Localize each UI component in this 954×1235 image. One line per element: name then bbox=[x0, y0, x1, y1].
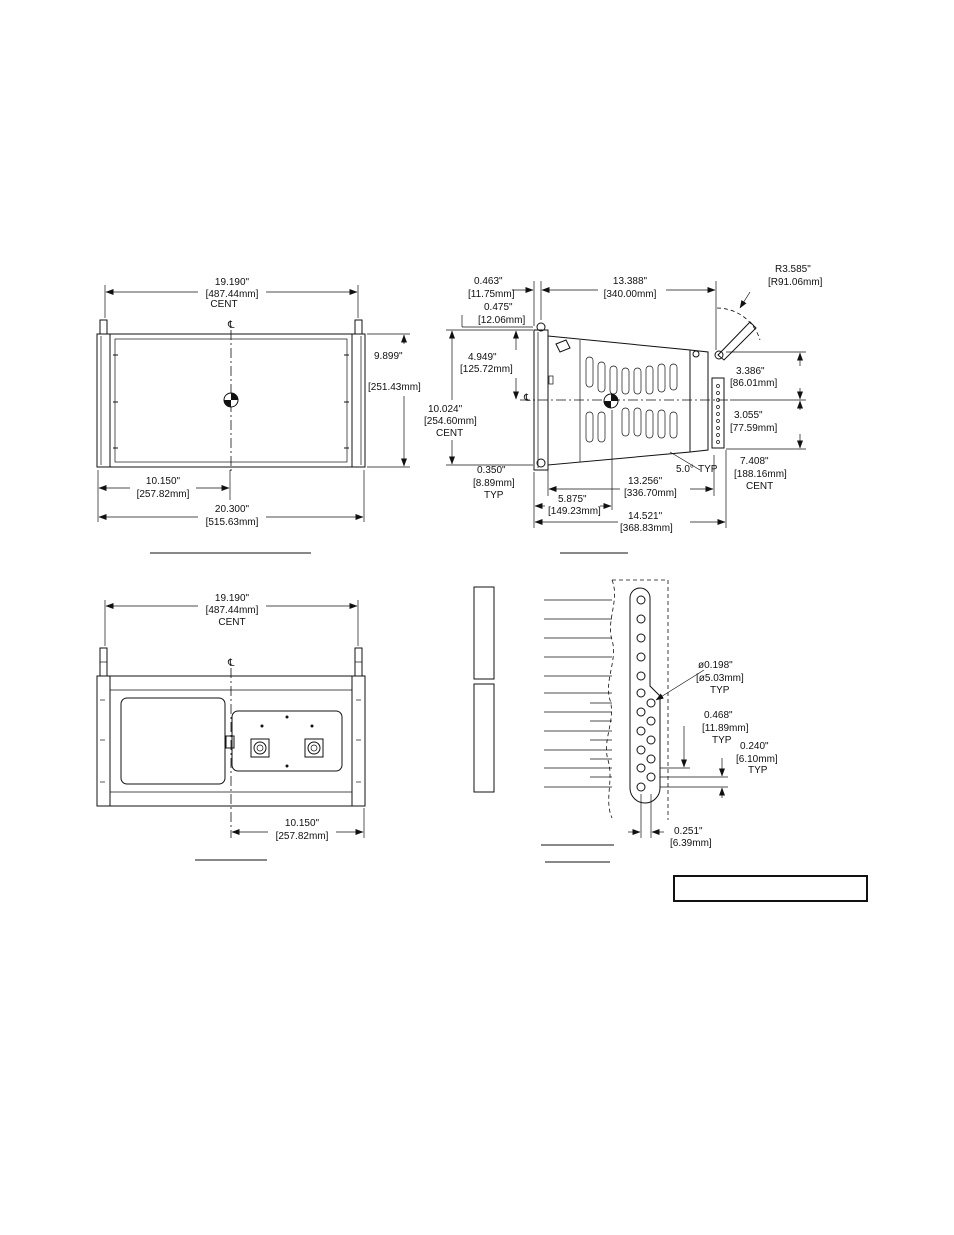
top-depth-inch: 13.388" bbox=[613, 276, 648, 287]
offset-mm: [6.10mm] bbox=[736, 754, 778, 765]
front-height-mm: [251.43mm] bbox=[368, 382, 421, 393]
front-centerline-mark: ℄ bbox=[227, 320, 235, 331]
cg-depth-inch: 5.875" bbox=[558, 494, 587, 505]
front-overall-width-inch: 20.300" bbox=[215, 504, 250, 515]
title-box bbox=[673, 875, 868, 902]
radius-mm: [R91.06mm] bbox=[768, 277, 823, 288]
side-cabinet-outline bbox=[547, 335, 691, 466]
front-half-width-mm: [257.82mm] bbox=[137, 489, 190, 500]
right-side-handle bbox=[351, 333, 366, 468]
spacing-typ: TYP bbox=[712, 735, 732, 746]
rear-half-width-mm: [257.82mm] bbox=[276, 831, 329, 842]
front-width-inch: 19.190" bbox=[215, 277, 250, 288]
rear-upper-mm: [86.01mm] bbox=[730, 378, 777, 389]
angle-typ: TYP bbox=[698, 464, 718, 475]
offset-typ: TYP bbox=[748, 765, 768, 776]
radius-inch: R3.585" bbox=[775, 264, 811, 275]
rear-access-panel bbox=[120, 697, 226, 785]
side-centerline-mark: ℄ bbox=[523, 393, 531, 404]
side-cg-icon bbox=[603, 393, 619, 409]
offset-inch: 0.240" bbox=[740, 741, 769, 752]
front-height-inch: 9.899" bbox=[374, 351, 403, 362]
rear-connector-pins bbox=[716, 384, 720, 444]
vent-slots bbox=[585, 356, 678, 443]
rear-lower-inch: 3.055" bbox=[734, 410, 763, 421]
input-connector-plate bbox=[231, 710, 343, 772]
upper-half-mm: [125.72mm] bbox=[460, 364, 513, 375]
detail-side-bar-upper bbox=[473, 586, 495, 680]
rigging-holes bbox=[636, 595, 656, 792]
right-rigging-pin bbox=[354, 319, 363, 335]
front-height-inch: 10.024" bbox=[428, 404, 463, 415]
rear-upper-inch: 3.386" bbox=[736, 366, 765, 377]
rigging-rail bbox=[629, 587, 661, 804]
flange-mm: [12.06mm] bbox=[478, 315, 525, 326]
center-of-gravity-icon bbox=[223, 392, 239, 408]
hole-leader-lines bbox=[544, 599, 612, 788]
front-width-cent: CENT bbox=[210, 299, 237, 310]
front-half-width-inch: 10.150" bbox=[146, 476, 181, 487]
spacing-inch: 0.468" bbox=[704, 710, 733, 721]
front-width-mm: [487.44mm] bbox=[206, 289, 259, 300]
rear-half-width-inch: 10.150" bbox=[285, 818, 320, 829]
bottom-depth-inch: 13.256" bbox=[628, 476, 663, 487]
front-height-mm: [254.60mm] bbox=[424, 416, 477, 427]
pitch-mm: [6.39mm] bbox=[670, 838, 712, 849]
break-line bbox=[606, 579, 615, 819]
rear-width-inch: 19.190" bbox=[215, 593, 250, 604]
rear-total-inch: 7.408" bbox=[740, 456, 769, 467]
rear-centerline-mark: ℄ bbox=[227, 658, 235, 669]
cg-depth-mm: [149.23mm] bbox=[548, 506, 601, 517]
hole-diameter-inch: ø0.198" bbox=[698, 660, 733, 671]
spacing-mm: [11.89mm] bbox=[702, 723, 749, 734]
bottom-offset-mm: [8.89mm] bbox=[473, 478, 515, 489]
overall-depth-mm: [368.83mm] bbox=[620, 523, 673, 534]
detail-view: ø0.198" [ø5.03mm] TYP 0.468" [11.89mm] T… bbox=[473, 579, 778, 863]
hole-diameter-mm: [ø5.03mm] bbox=[696, 673, 744, 684]
rear-view: ℄ 19.190" [487.44mm] CENT 10.150" [257.8… bbox=[96, 593, 366, 861]
bottom-offset-inch: 0.350" bbox=[477, 465, 506, 476]
tilt-bracket bbox=[717, 321, 757, 361]
flange-inch: 0.475" bbox=[484, 302, 513, 313]
input-connector-1-icon bbox=[250, 738, 270, 758]
rear-lower-mm: [77.59mm] bbox=[730, 423, 777, 434]
upper-half-inch: 4.949" bbox=[468, 352, 497, 363]
angle-value: 5.0° bbox=[676, 464, 694, 475]
rear-width-mm: [487.44mm] bbox=[206, 605, 259, 616]
front-view: ℄ 19.190" [487.44mm] CENT 9.899" [251.43… bbox=[96, 277, 421, 554]
rear-total-mm: [188.16mm] bbox=[734, 469, 787, 480]
detail-side-bar-lower bbox=[473, 683, 495, 793]
front-overall-width-mm: [515.63mm] bbox=[206, 517, 259, 528]
left-side-handle bbox=[96, 333, 111, 468]
bottom-offset-typ: TYP bbox=[484, 490, 504, 501]
front-height-cent: CENT bbox=[436, 428, 463, 439]
side-view: ℄ R3.585" [R91.06mm] 13.388" [340.00mm] … bbox=[424, 264, 823, 554]
pitch-inch: 0.251" bbox=[674, 826, 703, 837]
top-offset-mm: [11.75mm] bbox=[468, 289, 515, 300]
rear-total-cent: CENT bbox=[746, 481, 773, 492]
hole-diameter-typ: TYP bbox=[710, 685, 730, 696]
bottom-depth-mm: [336.70mm] bbox=[624, 488, 677, 499]
top-offset-inch: 0.463" bbox=[474, 276, 503, 287]
rear-width-cent: CENT bbox=[218, 617, 245, 628]
rear-connector-plate bbox=[711, 377, 725, 449]
top-depth-mm: [340.00mm] bbox=[604, 289, 657, 300]
input-connector-2-icon bbox=[304, 738, 324, 758]
overall-depth-inch: 14.521" bbox=[628, 511, 663, 522]
left-rigging-pin bbox=[99, 319, 108, 335]
